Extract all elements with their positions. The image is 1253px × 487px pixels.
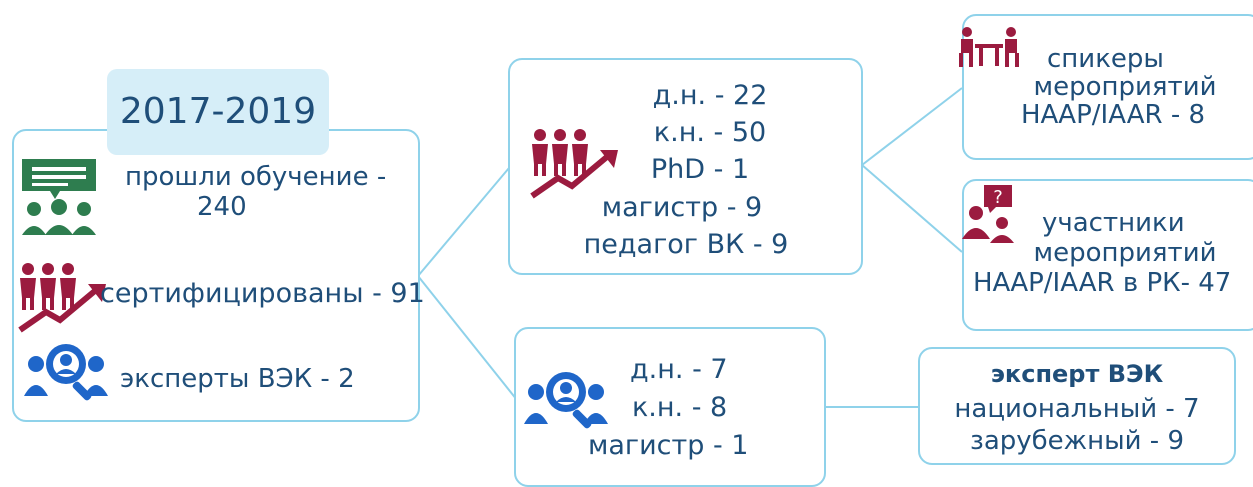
- chat-group-icon: [22, 159, 96, 235]
- experts-label: эксперты ВЭК - 2: [120, 364, 355, 394]
- vek-expert-line: зарубежный - 9: [970, 426, 1184, 456]
- expert-item: к.н. - 8: [632, 392, 728, 423]
- svg-text:?: ?: [993, 187, 1003, 208]
- connector-line: [417, 275, 518, 401]
- trained-count: 240: [197, 192, 247, 222]
- certified-breakdown-box: [508, 58, 863, 275]
- certified-label: сертифицированы - 91: [100, 278, 425, 309]
- certified-item: PhD - 1: [650, 154, 750, 185]
- growth-people-icon: [18, 263, 106, 333]
- speakers-box: [962, 14, 1253, 160]
- vek-expert-title: эксперт ВЭК: [990, 360, 1164, 388]
- participants-line: участники: [1042, 208, 1185, 238]
- certified-item: д.н. - 22: [652, 80, 768, 111]
- speakers-line: спикеры: [1047, 44, 1164, 74]
- vek-expert-box: [918, 347, 1236, 465]
- certified-item: педагог ВК - 9: [583, 229, 789, 260]
- year-range-label: 2017-2019: [107, 69, 329, 155]
- certified-item: магистр - 9: [601, 192, 763, 223]
- connector-line: [861, 87, 963, 166]
- question-person-icon: ?: [962, 185, 1014, 243]
- expert-item: магистр - 1: [588, 430, 749, 461]
- connector-line: [861, 164, 963, 253]
- trained-label: прошли обучение -: [125, 162, 387, 192]
- connector-line: [417, 167, 510, 277]
- growth-people-icon: [530, 129, 618, 199]
- participants-line: мероприятий: [1033, 238, 1217, 268]
- certified-item: к.н. - 50: [653, 117, 767, 148]
- participants-line: НААР/IAAR в РК- 47: [973, 268, 1232, 298]
- search-people-icon: [24, 344, 108, 401]
- expert-item: д.н. - 7: [630, 354, 728, 385]
- vek-expert-line: национальный - 7: [954, 394, 1200, 424]
- meeting-table-icon: [959, 27, 1019, 67]
- speakers-line: мероприятий: [1033, 72, 1217, 102]
- speakers-line: НААР/IAAR - 8: [1020, 100, 1206, 130]
- search-people-icon: [524, 372, 608, 429]
